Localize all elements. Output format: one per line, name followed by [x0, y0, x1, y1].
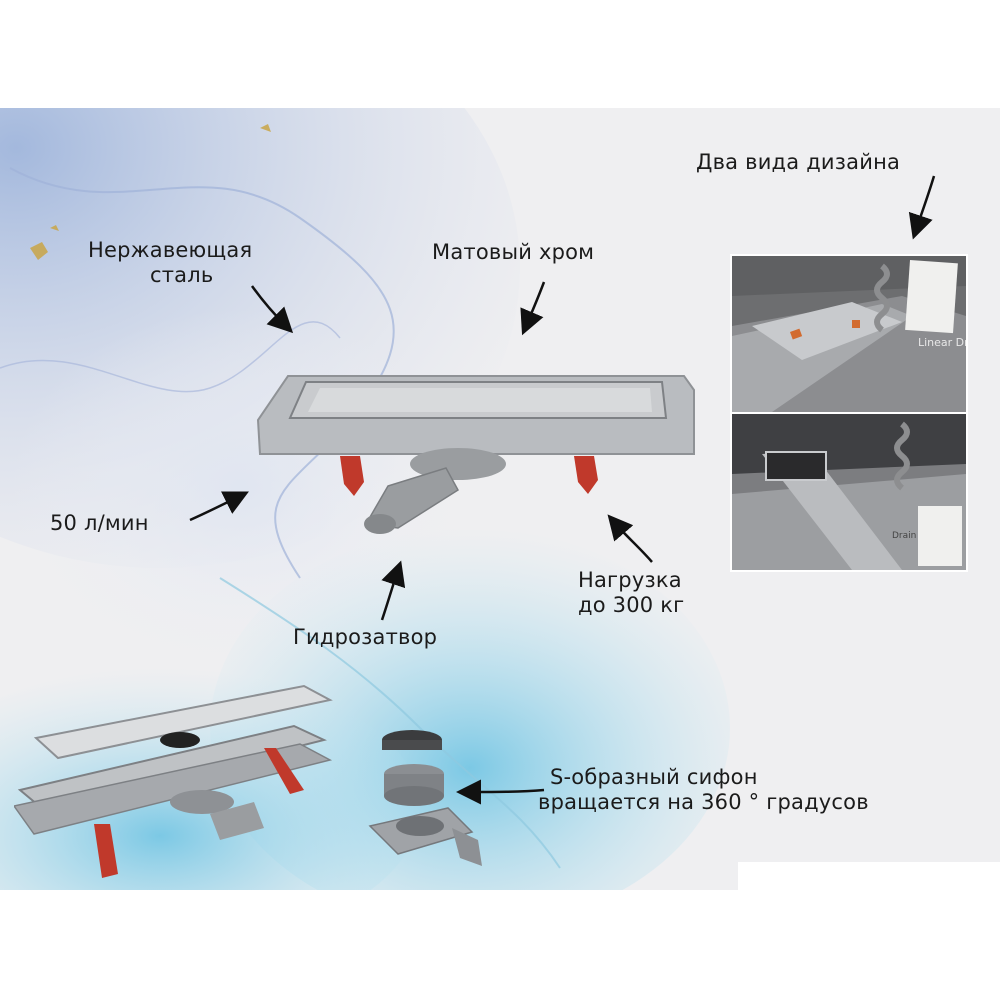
siphon-outlet-end [364, 514, 396, 534]
exploded-red-leg [94, 824, 118, 878]
exploded-red-leg [264, 748, 304, 794]
label-line: до 300 кг [578, 593, 685, 617]
label-load: Нагрузка до 300 кг [578, 568, 684, 618]
photo-design-tile-insert: Drain [730, 412, 968, 572]
red-leg-left [340, 456, 364, 496]
label-water-seal: Гидрозатвор [293, 625, 438, 649]
exploded-black-seal [160, 732, 200, 748]
label-matte-chrome: Матовый хром [432, 240, 595, 264]
corner-patch [738, 862, 1000, 1000]
siphon-base-outlet [452, 828, 482, 866]
marble-vein [0, 321, 341, 393]
box-brand-text: Drain [892, 531, 916, 541]
label-siphon: S-образный сифон вращается на 360 ° град… [538, 765, 869, 815]
exploded-outlet [210, 802, 264, 840]
channel-flange [14, 743, 333, 835]
box-brand-text: Linear Drain [918, 336, 966, 349]
marble-vein [9, 167, 395, 579]
label-stainless-steel: Нержавеющая сталь [88, 238, 252, 288]
red-leg-right [574, 456, 598, 494]
label-flow-rate: 50 л/мин [50, 511, 149, 535]
photo-design-wide-grate: Linear Drain [730, 254, 968, 414]
grate-lid [33, 684, 333, 760]
label-line: Нержавеющая [88, 238, 253, 262]
label-line: сталь [150, 263, 214, 287]
product-exploded-drain [14, 684, 333, 878]
label-line: вращается на 360 ° градусов [538, 790, 869, 814]
label-line: Нагрузка [578, 568, 682, 592]
marble-vein [219, 577, 561, 869]
product-siphon-parts [368, 730, 482, 866]
drain-grate-inner [308, 388, 652, 412]
exploded-siphon [170, 790, 234, 814]
product-main-drain [256, 375, 695, 534]
label-line: S-образный сифон [550, 765, 758, 789]
label-two-designs: Два вида дизайна [696, 150, 901, 174]
